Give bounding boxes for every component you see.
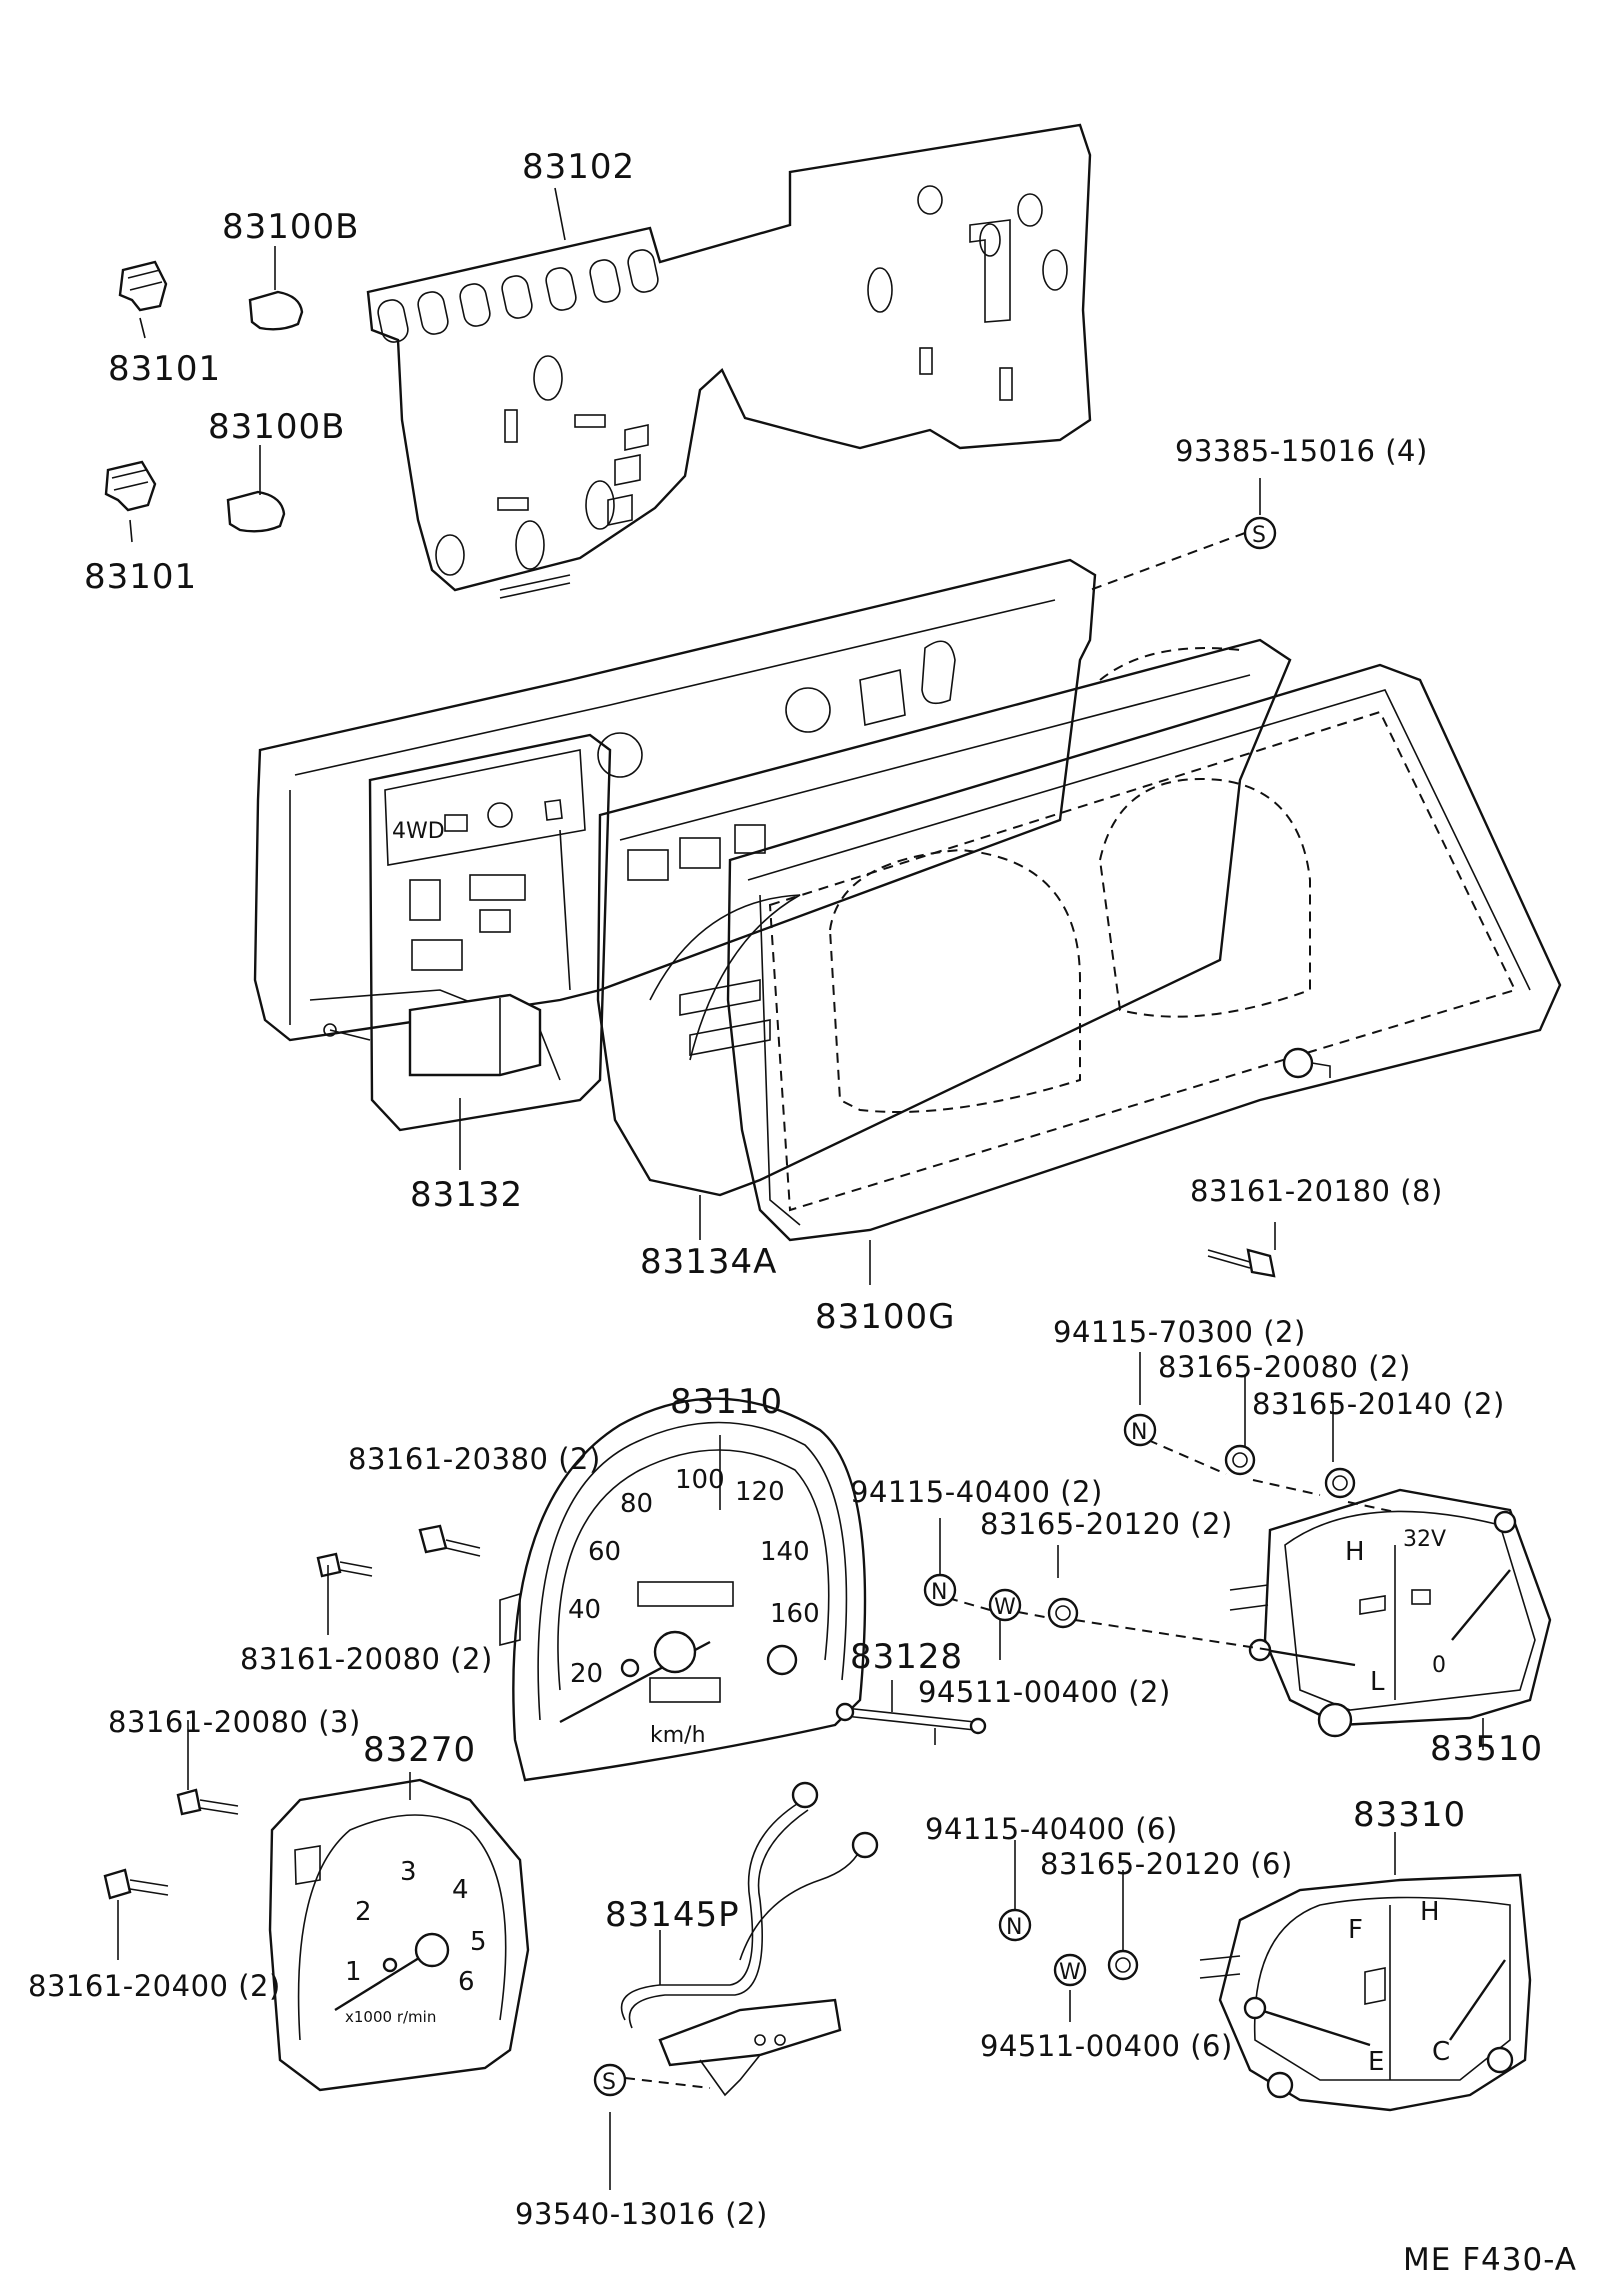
inner-panel: 4WD xyxy=(323,733,612,1132)
speed-tick-20: 20 xyxy=(570,1659,603,1689)
dial-plate xyxy=(596,638,1292,1197)
washer-83165-20120-b xyxy=(1107,1949,1139,1981)
tach-unit: x1000 r/min xyxy=(345,2008,436,2026)
speed-tick-140: 140 xyxy=(760,1537,810,1567)
speed-tick-160: 160 xyxy=(770,1599,820,1629)
tach-tick-6: 6 xyxy=(458,1967,475,1997)
svg-text:S: S xyxy=(602,2070,616,2095)
callout-83101-lower: 83101 xyxy=(84,557,198,597)
printed-circuit-board xyxy=(366,123,1092,599)
svg-text:W: W xyxy=(994,1595,1016,1620)
temp-gauge-high: H xyxy=(1345,1537,1365,1567)
callout-93385-15016: 93385-15016 (4) xyxy=(1175,434,1428,468)
screw-83161-20080-a xyxy=(316,1552,373,1578)
callout-83128: 83128 xyxy=(850,1637,964,1677)
callout-94115-70300: 94115-70300 (2) xyxy=(1053,1315,1306,1349)
callout-83161-20400: 83161-20400 (2) xyxy=(28,1969,281,2003)
washer-83165-20120-a xyxy=(1047,1597,1079,1629)
screw-83161-20080-b xyxy=(176,1788,239,1816)
callout-83310: 83310 xyxy=(1353,1795,1467,1835)
callout-83145p: 83145P xyxy=(605,1895,740,1935)
svg-text:N: N xyxy=(1006,1915,1022,1940)
fuel-gauge-empty: E xyxy=(1368,2047,1384,2077)
cover-glass xyxy=(726,647,1562,1242)
callout-83101-upper: 83101 xyxy=(108,349,222,389)
callout-83165-20120-2: 83165-20120 (2) xyxy=(980,1507,1233,1541)
callout-83100g: 83100G xyxy=(815,1297,956,1337)
speed-tick-120: 120 xyxy=(735,1477,785,1507)
circle-n-symbol-lower: N xyxy=(998,1908,1032,1942)
callout-83134a: 83134A xyxy=(640,1242,778,1282)
tach-tick-5: 5 xyxy=(470,1927,487,1957)
volt-gauge-zero: 0 xyxy=(1432,1653,1446,1678)
callout-83100b-lower: 83100B xyxy=(208,407,346,447)
tachometer-gauge: 1 2 3 4 5 6 x1000 r/min xyxy=(268,1778,530,2092)
four-wd-indicator-text: 4WD xyxy=(392,819,445,844)
callout-94511-00400-2: 94511-00400 (2) xyxy=(918,1675,1171,1709)
callout-94115-40400-6: 94115-40400 (6) xyxy=(925,1812,1178,1846)
svg-text:N: N xyxy=(1131,1420,1147,1445)
screw-83161-20180 xyxy=(1207,1248,1276,1278)
svg-text:N: N xyxy=(931,1580,947,1605)
fuel-gauge: F H E C xyxy=(1199,1873,1532,2112)
sheet-code: ME F430-A xyxy=(1403,2242,1577,2278)
callout-83165-20080: 83165-20080 (2) xyxy=(1158,1350,1411,1384)
callout-83161-20380: 83161-20380 (2) xyxy=(348,1442,601,1476)
washer-83165-20140 xyxy=(1324,1467,1356,1499)
callout-93540-13016: 93540-13016 (2) xyxy=(515,2197,768,2231)
fuel-gauge-hot: H xyxy=(1420,1897,1440,1927)
callout-94115-40400-2: 94115-40400 (2) xyxy=(850,1475,1103,1509)
speed-tick-40: 40 xyxy=(568,1595,601,1625)
speed-tick-80: 80 xyxy=(620,1489,653,1519)
svg-text:W: W xyxy=(1059,1960,1081,1985)
screw-83161-20380 xyxy=(418,1524,481,1557)
circle-n-symbol-mid: N xyxy=(923,1573,957,1607)
fuel-gauge-cold: C xyxy=(1432,2037,1450,2067)
trip-reset-shaft xyxy=(835,1702,987,1735)
temp-gauge-low: L xyxy=(1370,1667,1385,1697)
circle-s-symbol-lower: S xyxy=(593,2063,627,2097)
callout-94511-00400-6: 94511-00400 (6) xyxy=(980,2029,1233,2063)
callout-83110: 83110 xyxy=(670,1382,784,1422)
bulb-and-socket-upper xyxy=(118,260,304,331)
callout-83132: 83132 xyxy=(410,1175,524,1215)
callout-83270: 83270 xyxy=(363,1730,477,1770)
callout-83510: 83510 xyxy=(1430,1729,1544,1769)
callout-83161-20080-2: 83161-20080 (2) xyxy=(240,1642,493,1676)
tach-tick-4: 4 xyxy=(452,1875,469,1905)
meter-case xyxy=(253,558,1097,1081)
callout-83100b-upper: 83100B xyxy=(222,207,360,247)
volt-gauge-label: 32V xyxy=(1403,1527,1446,1552)
speed-unit: km/h xyxy=(650,1723,706,1748)
callout-83165-20120-6: 83165-20120 (6) xyxy=(1040,1847,1293,1881)
callout-83102: 83102 xyxy=(522,147,636,187)
svg-text:S: S xyxy=(1252,523,1266,548)
circle-s-symbol-upper: S xyxy=(1243,516,1277,550)
callout-83165-20140: 83165-20140 (2) xyxy=(1252,1387,1505,1421)
circle-n-symbol-upper: N xyxy=(1123,1413,1157,1447)
speed-tick-60: 60 xyxy=(588,1537,621,1567)
bulb-and-socket-lower xyxy=(104,460,286,533)
wire-harness xyxy=(620,1781,879,2097)
leader-lines xyxy=(117,187,1484,2190)
tach-tick-2: 2 xyxy=(355,1897,372,1927)
speedometer-gauge: 20 40 60 80 100 120 140 160 km/h xyxy=(499,1397,867,1782)
callout-83161-20080-3: 83161-20080 (3) xyxy=(108,1705,361,1739)
circle-w-symbol-lower: W xyxy=(1053,1953,1087,1987)
screw-83161-20400 xyxy=(103,1868,169,1900)
temperature-voltage-gauge: H 32V L 0 xyxy=(1229,1488,1552,1738)
washer-83165-20080 xyxy=(1224,1444,1256,1476)
tach-tick-3: 3 xyxy=(400,1857,417,1887)
speed-tick-100: 100 xyxy=(675,1465,725,1495)
callout-83161-20180: 83161-20180 (8) xyxy=(1190,1174,1443,1208)
tach-tick-1: 1 xyxy=(345,1957,362,1987)
fuel-gauge-full: F xyxy=(1348,1915,1363,1945)
circle-w-symbol-mid: W xyxy=(988,1588,1022,1622)
